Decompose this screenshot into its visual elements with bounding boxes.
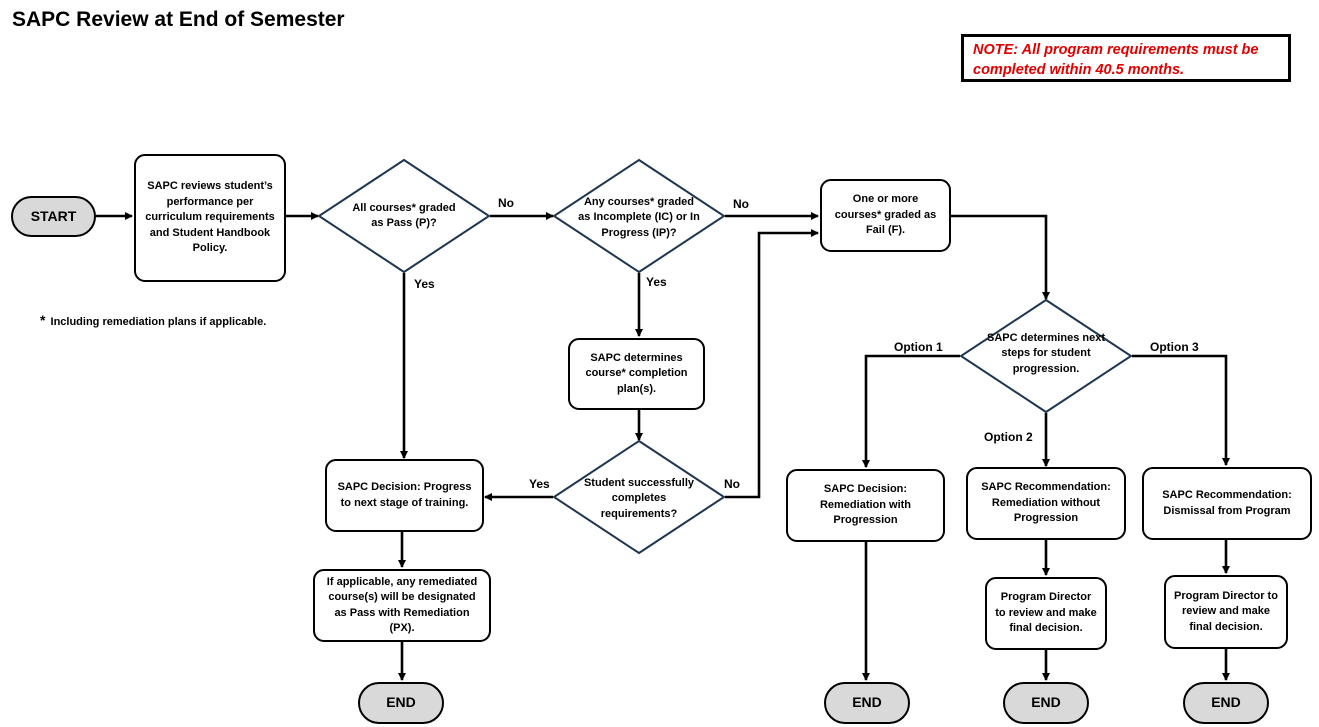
remediation-no-progression-box: SAPC Recommendation: Remediation without…: [966, 467, 1126, 540]
decision-completes-req: Student successfully completes requireme…: [583, 476, 695, 520]
end-terminal-2: END: [824, 682, 910, 724]
note-box: NOTE: All program requirements must be c…: [961, 34, 1291, 82]
label-no-all-pass: No: [498, 196, 514, 210]
dismissal-box: SAPC Recommendation: Dismissal from Prog…: [1142, 467, 1312, 540]
end-terminal-1: END: [358, 682, 444, 724]
label-no-completes: No: [724, 477, 740, 491]
director-review-box-1: Program Director to review and make fina…: [985, 577, 1107, 650]
end-terminal-3: END: [1003, 682, 1089, 724]
footnote-star: *: [40, 312, 46, 328]
page-title: SAPC Review at End of Semester: [12, 8, 345, 31]
label-option-3: Option 3: [1150, 340, 1199, 354]
end-terminal-4: END: [1183, 682, 1269, 724]
label-option-1: Option 1: [894, 340, 943, 354]
decision-completes-req-shape: [552, 439, 726, 555]
decision-next-steps: SAPC determines next steps for student p…: [987, 331, 1105, 375]
review-box: SAPC reviews student’s performance per c…: [134, 154, 286, 282]
progress-decision-box: SAPC Decision: Progress to next stage of…: [325, 459, 484, 532]
decision-any-incomplete-shape: [552, 158, 726, 274]
decision-all-pass: All courses* graded as Pass (P)?: [352, 201, 456, 230]
footnote: * Including remediation plans if applica…: [40, 312, 266, 328]
label-option-2: Option 2: [984, 430, 1033, 444]
arrow-completes-no: [725, 229, 819, 499]
label-no-any-incomplete: No: [733, 197, 749, 211]
arrow-fail-to-next-steps: [951, 214, 1050, 300]
label-yes-any-incomplete: Yes: [646, 275, 667, 289]
start-terminal: START: [11, 196, 96, 237]
label-yes-completes: Yes: [529, 477, 550, 491]
label-yes-all-pass: Yes: [414, 277, 435, 291]
completion-plan-box: SAPC determines course* completion plan(…: [568, 338, 705, 410]
footnote-text: Including remediation plans if applicabl…: [50, 316, 267, 328]
decision-all-pass-shape: [317, 158, 491, 274]
decision-next-steps-shape: [959, 298, 1133, 414]
arrow-option-1: [862, 354, 960, 468]
px-designation-box: If applicable, any remediated course(s) …: [313, 569, 491, 642]
arrow-option-3: [1132, 354, 1230, 466]
remediation-progression-box: SAPC Decision: Remediation with Progress…: [786, 469, 945, 542]
decision-any-incomplete: Any courses* graded as Incomplete (IC) o…: [578, 195, 700, 239]
fail-box: One or more courses* graded as Fail (F).: [820, 179, 951, 252]
director-review-box-2: Program Director to review and make fina…: [1164, 575, 1288, 649]
